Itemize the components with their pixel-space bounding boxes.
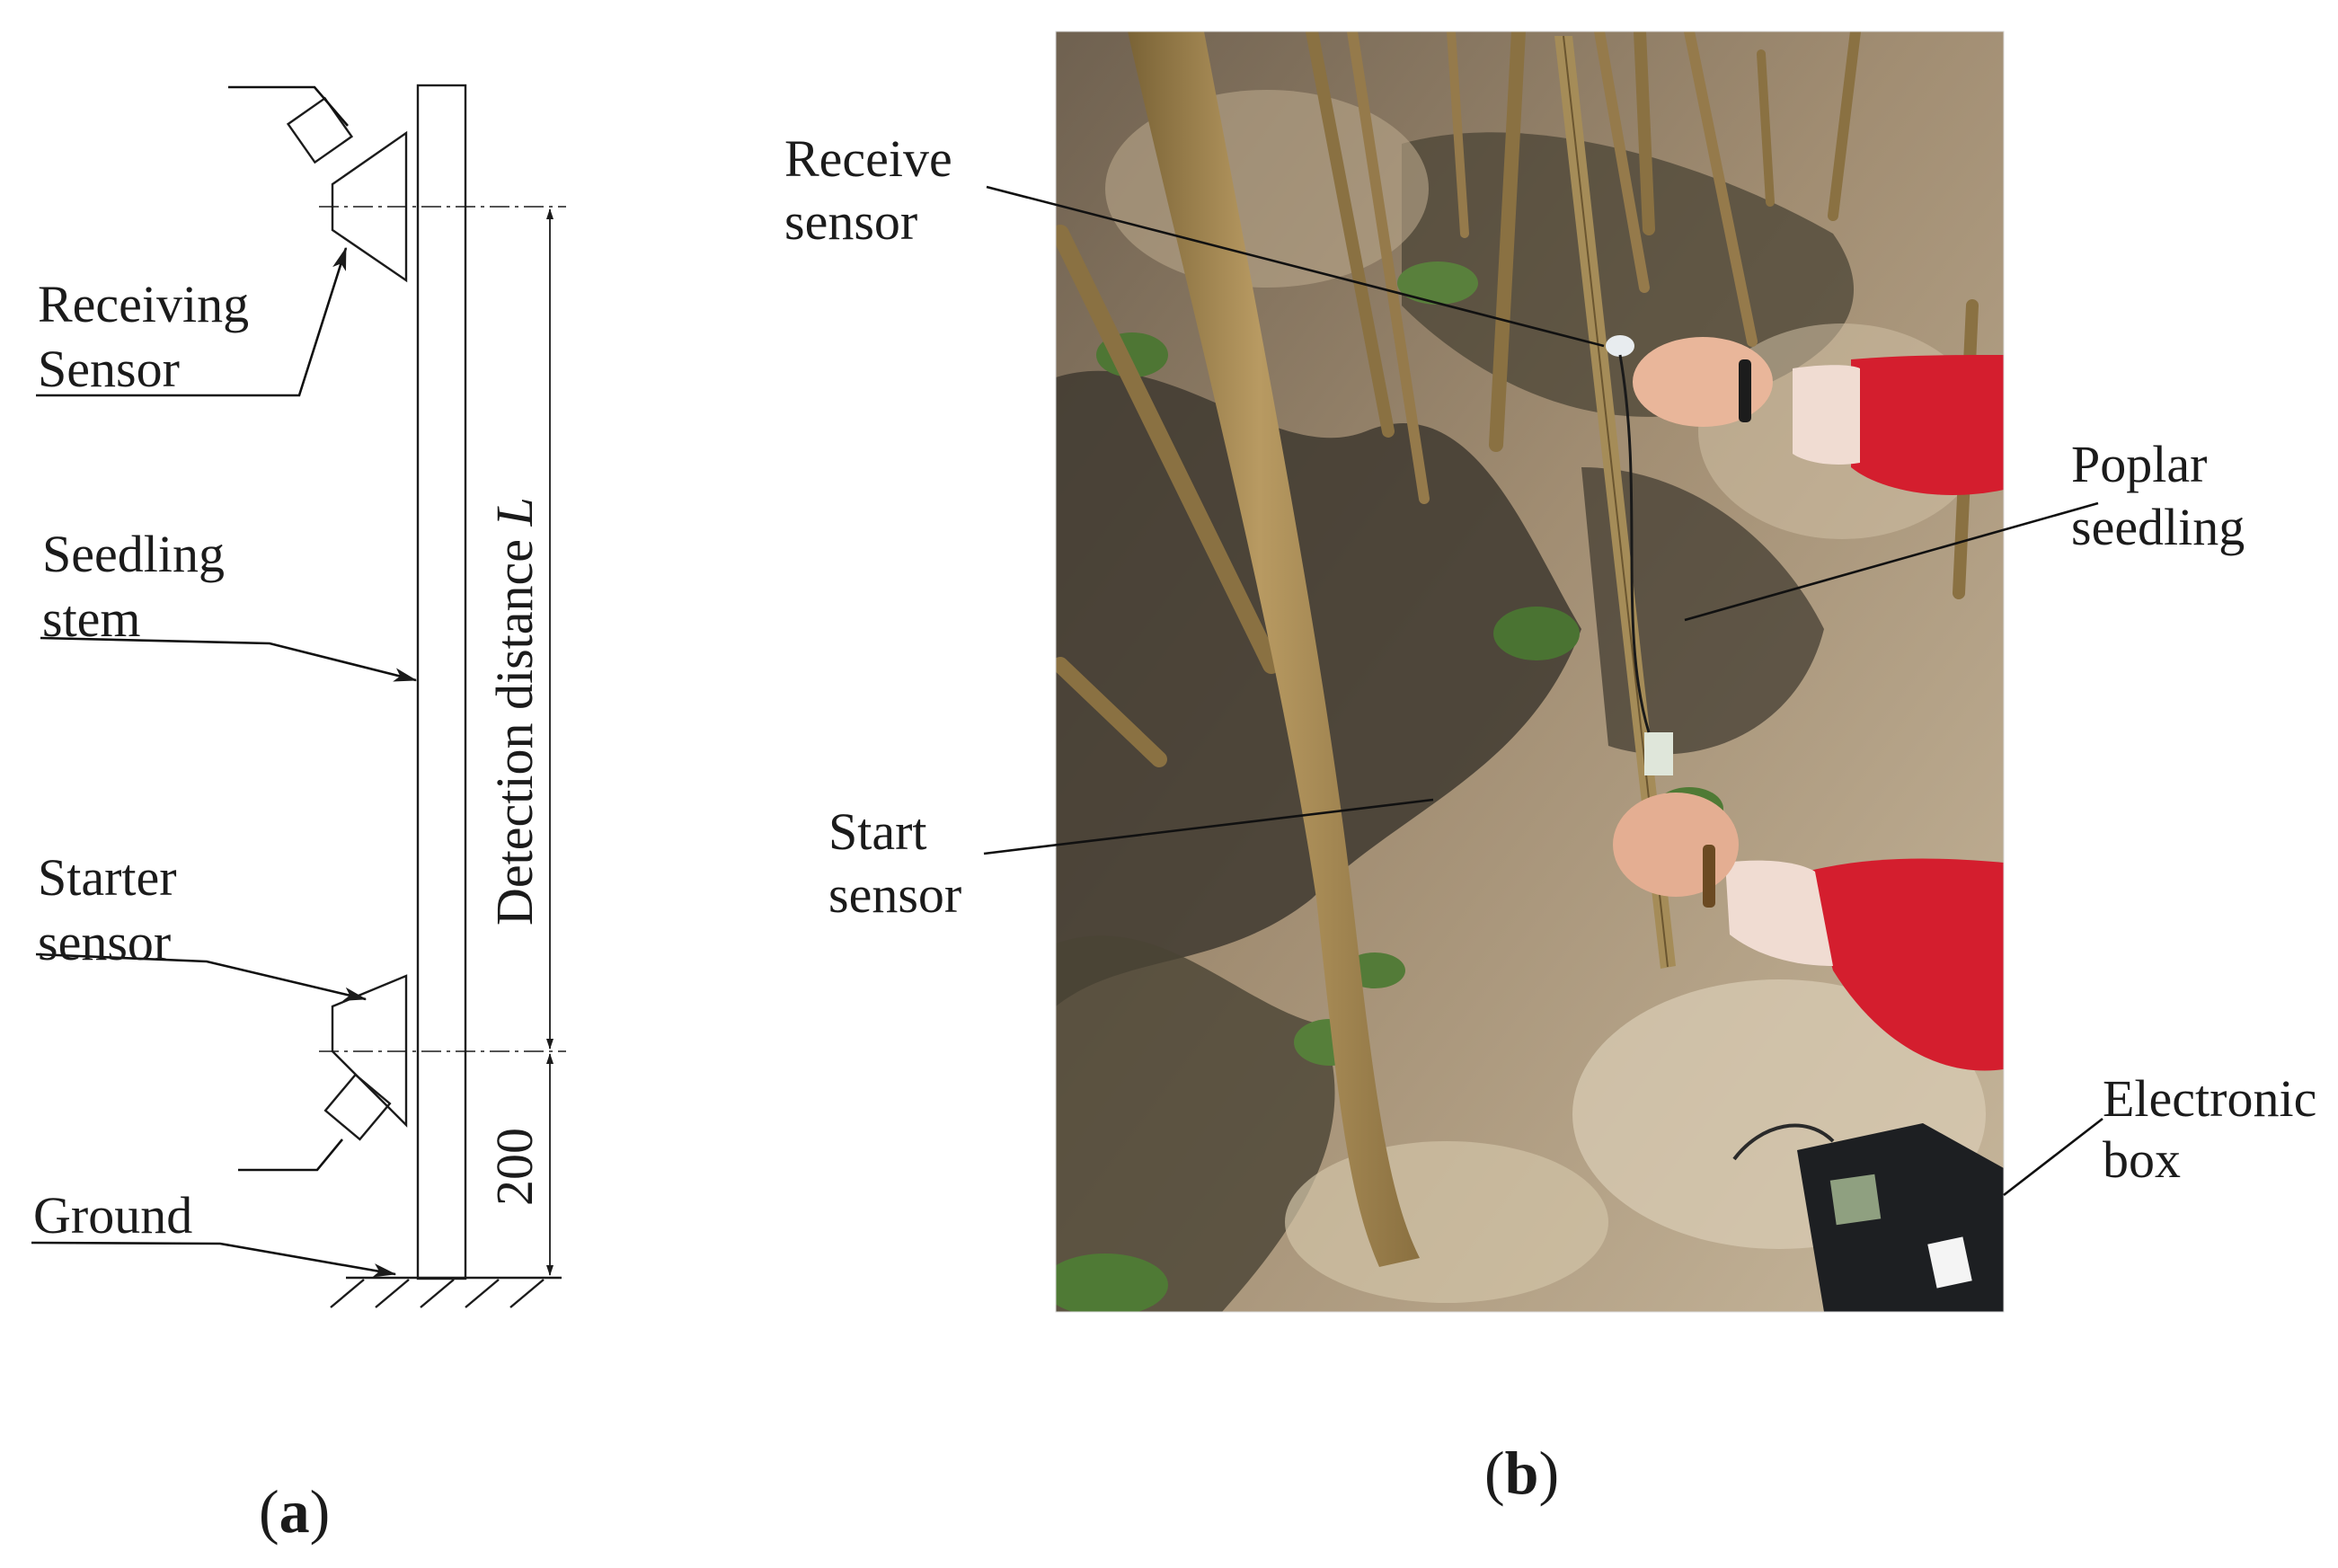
electronic-box-label-line2: box	[2103, 1130, 2181, 1189]
seedling-stem-label-line1: Seedling	[42, 525, 225, 583]
start-sensor-device	[1644, 732, 1673, 775]
bottom-dimension-label: 200	[485, 1128, 544, 1206]
red-jacket-lower	[1806, 858, 2004, 1071]
receiving-sensor-label-line1: Receiving	[38, 275, 249, 333]
poplar-seedling-label-line1: Poplar	[2071, 435, 2207, 493]
detection-distance-text: Detection distance	[485, 527, 544, 926]
panel-a-caption-letter: a	[279, 1477, 310, 1546]
red-jacket-upper	[1851, 355, 2004, 495]
panel-b-caption: (b)	[1484, 1439, 1559, 1507]
background-seedlings	[1056, 31, 1979, 767]
starter-sensor-label-line2: sensor	[38, 913, 171, 971]
receiving-sensor-label-line2: Sensor	[38, 340, 180, 398]
panel-b-caption-letter: b	[1505, 1439, 1539, 1507]
leader-lines-a	[31, 85, 418, 1278]
start-sensor-label-line2: sensor	[828, 865, 961, 924]
starter-sensor-label-line1: Starter	[38, 848, 177, 907]
panel-a-schematic: Receiving Sensor Seedling stem Starter s…	[31, 84, 566, 1546]
seedling-stem-shape	[416, 84, 467, 1280]
ground-hatching	[330, 1276, 562, 1308]
detection-distance-label: Detection distance L	[485, 497, 544, 926]
seedling-stem-label-line2: stem	[42, 589, 141, 648]
receive-sensor-label-line2: sensor	[784, 192, 917, 251]
electronic-box	[1732, 1123, 2004, 1312]
foreground-seedling-stem	[1128, 31, 1420, 1267]
receive-sensor-label-line1: Receive	[784, 129, 952, 188]
lower-hand	[1613, 793, 1739, 897]
electronic-box-label-line1: Electronic	[2103, 1069, 2316, 1128]
leader-lines-b	[983, 185, 2103, 1197]
receiving-sensor-shape	[286, 96, 566, 283]
receive-sensor-device	[1606, 335, 1634, 357]
upper-hand	[1633, 337, 1773, 427]
poplar-seedling-label-line2: seedling	[2071, 498, 2245, 556]
detection-distance-symbol: L	[485, 497, 544, 527]
start-sensor-label-line1: Start	[828, 802, 927, 861]
starter-sensor-shape	[319, 974, 566, 1141]
panel-a-caption: (a)	[259, 1477, 330, 1546]
field-photo	[1056, 31, 2004, 1312]
ground-label: Ground	[33, 1186, 192, 1245]
panel-b-photo: Receive sensor Poplar seedling Start sen…	[784, 31, 2316, 1507]
